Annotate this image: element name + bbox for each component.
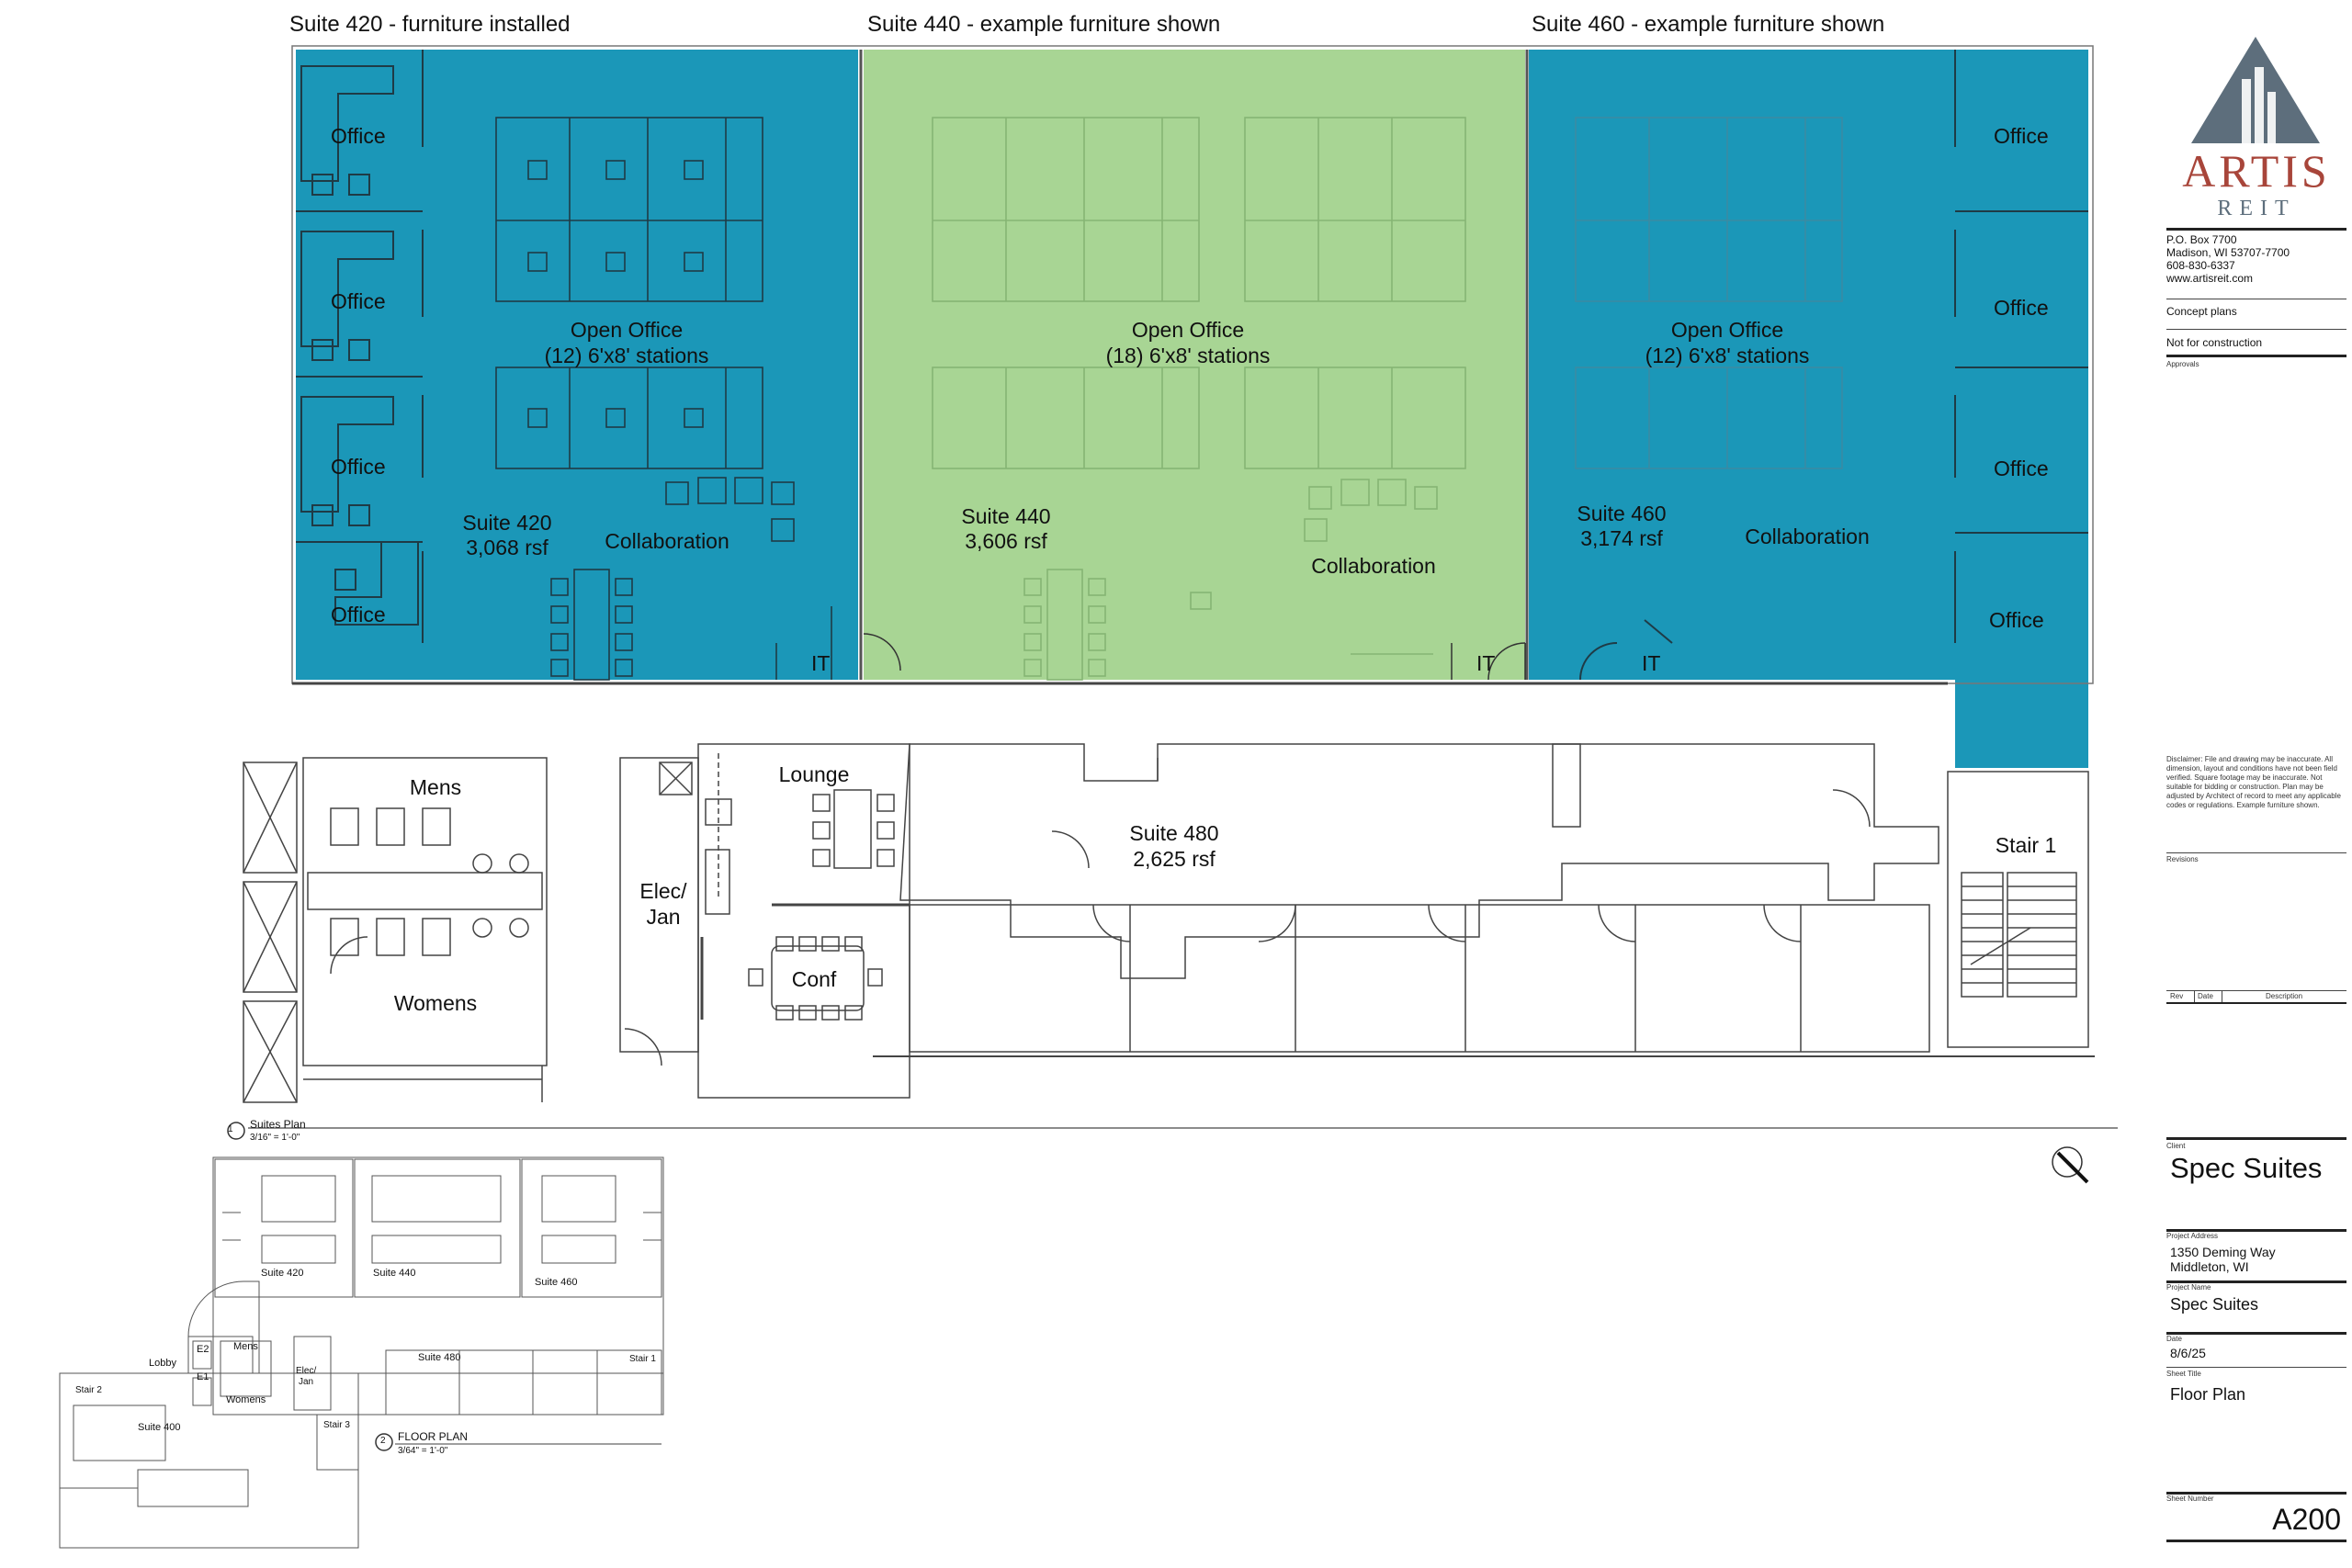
conf-room-label: Conf xyxy=(791,967,837,991)
keyplan-womens-label: Womens xyxy=(226,1394,266,1405)
tb-date-col: Date xyxy=(2198,992,2213,1000)
tb-address-line-1: 1350 Deming Way xyxy=(2170,1245,2276,1259)
suite-440-stations-label: (18) 6'x8' stations xyxy=(1105,344,1271,367)
suite-440-area-label: 3,606 rsf xyxy=(965,529,1047,553)
tb-concept: Concept plans xyxy=(2166,305,2237,318)
suite-420-office-3-label: Office xyxy=(331,455,386,479)
suite-420-office-1-label: Office xyxy=(331,124,386,148)
suite-460-name-label: Suite 460 xyxy=(1577,502,1667,525)
tb-phone: 608-830-6337 xyxy=(2166,259,2235,272)
artis-logo-subtext: REIT xyxy=(2217,197,2296,220)
suite-420-area-label: 3,068 rsf xyxy=(466,536,548,559)
suite-480-name-label: Suite 480 xyxy=(1129,821,1219,845)
keyplan-stair-1-label: Stair 1 xyxy=(629,1354,656,1364)
suite-460-office-2-label: Office xyxy=(1994,296,2049,320)
tb-disclaimer: Disclaimer: File and drawing may be inac… xyxy=(2166,755,2341,809)
suite-440-name-label: Suite 440 xyxy=(961,504,1051,528)
view-1-marker xyxy=(227,1122,245,1140)
suite-460-it-label: IT xyxy=(1642,651,1661,675)
view-2-scale: 3/64" = 1'-0" xyxy=(398,1446,448,1456)
keyplan-lobby-label: Lobby xyxy=(149,1358,176,1369)
suite-420-open-office-label: Open Office xyxy=(570,318,684,342)
suite-460-collab-label: Collaboration xyxy=(1745,525,1870,548)
suite-440-it-label: IT xyxy=(1476,651,1496,675)
keyplan-e2-label: E2 xyxy=(197,1344,209,1355)
view-2-number: 2 xyxy=(380,1436,386,1446)
tb-client-label: Client xyxy=(2166,1142,2186,1150)
suite-440-collab-label: Collaboration xyxy=(1311,554,1436,578)
keyplan-suite-420-label: Suite 420 xyxy=(261,1268,304,1279)
elec-jan-label-line-1: Elec/ xyxy=(639,879,687,903)
suite-420-name-label: Suite 420 xyxy=(462,511,552,535)
suite-440-open-office-label: Open Office xyxy=(1131,318,1245,342)
tb-project-address-label: Project Address xyxy=(2166,1232,2219,1240)
keyplan-stair-2-label: Stair 2 xyxy=(75,1385,102,1395)
suite-420-it-label: IT xyxy=(811,651,831,675)
suite-420-area xyxy=(296,50,858,680)
view-1-title: Suites Plan xyxy=(250,1118,306,1131)
tb-web: www.artisreit.com xyxy=(2166,272,2254,285)
view-2-marker xyxy=(375,1433,393,1451)
suite-460-stations-label: (12) 6'x8' stations xyxy=(1645,344,1810,367)
womens-restroom-label: Womens xyxy=(393,991,478,1015)
tb-sheet-title-label: Sheet Title xyxy=(2166,1370,2201,1378)
tb-project-name: Spec Suites xyxy=(2170,1295,2259,1314)
suite-460-header: Suite 460 - example furniture shown xyxy=(1532,12,1885,37)
suite-420-header: Suite 420 - furniture installed xyxy=(289,12,571,37)
suite-460-area-label: 3,174 rsf xyxy=(1580,526,1663,550)
tb-project-name-label: Project Name xyxy=(2166,1283,2211,1292)
view-2-title: FLOOR PLAN xyxy=(398,1430,469,1443)
tb-sheet-number-label: Sheet Number xyxy=(2166,1495,2214,1503)
keyplan-suite-480-label: Suite 480 xyxy=(418,1352,461,1363)
tb-rev-col: Rev xyxy=(2170,992,2184,1000)
suite-420-office-4-label: Office xyxy=(331,603,386,626)
keyplan-suite-440 xyxy=(354,1158,521,1298)
suite-460-office-strip xyxy=(1955,50,2088,768)
keyplan-mens-label: Mens xyxy=(233,1341,258,1352)
suite-480-area-label: 2,625 rsf xyxy=(1133,847,1216,871)
suite-440-area xyxy=(864,50,1525,680)
suite-460-area xyxy=(1529,50,1955,680)
tb-date: 8/6/25 xyxy=(2170,1346,2206,1360)
north-arrow-icon xyxy=(2052,1146,2089,1184)
suite-460-office-1-label: Office xyxy=(1994,124,2049,148)
mens-restroom-label: Mens xyxy=(409,775,462,799)
tb-client: Spec Suites xyxy=(2170,1152,2323,1184)
keyplan-stair-3-label: Stair 3 xyxy=(323,1420,350,1430)
tb-sheet-title: Floor Plan xyxy=(2170,1385,2246,1404)
keyplan-elec-label-line-2: Jan xyxy=(299,1377,314,1387)
suite-420-office-2-label: Office xyxy=(331,289,386,313)
keyplan-suite-460-label: Suite 460 xyxy=(535,1277,578,1288)
tb-not-for-construction: Not for construction xyxy=(2166,336,2263,349)
tb-address-2: Madison, WI 53707-7700 xyxy=(2166,246,2290,259)
tb-date-label: Date xyxy=(2166,1335,2182,1343)
keyplan-suite-460 xyxy=(521,1158,662,1298)
tb-address-line-2: Middleton, WI xyxy=(2170,1259,2249,1274)
artis-logo-text: ARTIS xyxy=(2182,145,2331,197)
tb-approvals-label: Approvals xyxy=(2166,360,2199,368)
suite-460-office-4-label: Office xyxy=(1989,608,2044,632)
suite-420-collab-label: Collaboration xyxy=(605,529,729,553)
artis-logo-icon xyxy=(2191,37,2320,143)
keyplan-suite-440-label: Suite 440 xyxy=(373,1268,416,1279)
suite-420-stations-label: (12) 6'x8' stations xyxy=(544,344,709,367)
suite-460-open-office-label: Open Office xyxy=(1670,318,1784,342)
stair-1-label: Stair 1 xyxy=(1995,833,2057,857)
tb-revision-table-header: Rev Date Description xyxy=(2166,990,2346,1004)
keyplan-elec-label-line-1: Elec/ xyxy=(296,1366,317,1376)
tb-desc-col: Description xyxy=(2266,992,2303,1000)
tb-revisions-label: Revisions xyxy=(2166,855,2199,863)
keyplan-e1-label: E1 xyxy=(197,1371,209,1382)
tb-address-1: P.O. Box 7700 xyxy=(2166,233,2237,246)
keyplan-suite-420 xyxy=(214,1158,354,1298)
keyplan-suite-400-label: Suite 400 xyxy=(138,1422,181,1433)
view-1-scale: 3/16" = 1'-0" xyxy=(250,1133,300,1143)
lounge-label: Lounge xyxy=(778,762,850,786)
view-1-number: 1 xyxy=(228,1124,233,1134)
tb-sheet-number: A200 xyxy=(2272,1503,2341,1536)
suite-460-office-3-label: Office xyxy=(1994,457,2049,480)
elec-jan-label-line-2: Jan xyxy=(646,905,681,929)
suite-440-header: Suite 440 - example furniture shown xyxy=(867,12,1221,37)
